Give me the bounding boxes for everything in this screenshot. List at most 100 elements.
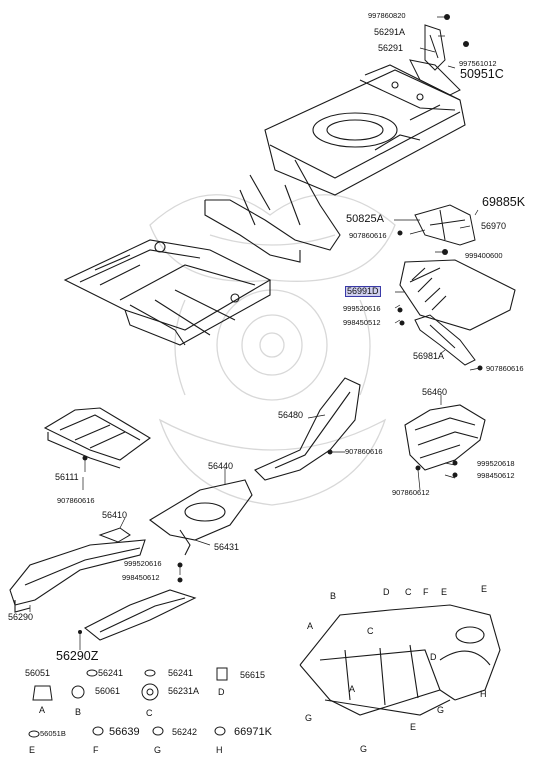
label-999520616-b: 999520616 bbox=[124, 559, 162, 568]
plug-56242-icon bbox=[152, 726, 164, 736]
bolt-icon bbox=[452, 460, 458, 466]
plug-66971K-icon bbox=[214, 726, 226, 736]
label-56242: 56242 bbox=[172, 727, 198, 737]
car-letter-A: A bbox=[307, 621, 314, 631]
side-rail-56290-part bbox=[9, 539, 146, 613]
label-69885K: 69885K bbox=[482, 195, 526, 209]
label-56460: 56460 bbox=[422, 387, 448, 397]
car-letter-C: C bbox=[405, 587, 412, 597]
label-56291A: 56291A bbox=[374, 27, 406, 37]
label-999520616-a: 999520616 bbox=[343, 304, 381, 313]
plug-56051-icon bbox=[32, 685, 53, 701]
callout-letter-D: D bbox=[218, 687, 225, 697]
bolt-icon bbox=[399, 320, 405, 326]
label-56991D-highlighted[interactable]: 56991D bbox=[345, 286, 381, 297]
panel-56111-part bbox=[43, 407, 151, 469]
side-rail-56290Z-part bbox=[83, 589, 197, 641]
bolt-icon bbox=[477, 365, 483, 371]
label-56241-b: 56241 bbox=[168, 668, 194, 678]
car-letter-D: D bbox=[383, 587, 390, 597]
bolt-icon bbox=[78, 630, 82, 634]
label-56051: 56051 bbox=[25, 668, 51, 678]
grommet-56061-icon bbox=[71, 685, 85, 699]
label-907860616-c: 907860616 bbox=[345, 447, 383, 456]
bolt-icon bbox=[444, 14, 450, 20]
label-907860616-b: 907860616 bbox=[486, 364, 524, 373]
bolt-icon bbox=[177, 562, 183, 568]
car-letter-G2: G bbox=[437, 705, 445, 715]
label-56970: 56970 bbox=[481, 221, 507, 231]
callout-letter-A: A bbox=[39, 705, 46, 715]
leader-lines bbox=[29, 16, 481, 650]
car-letter-E2: E bbox=[481, 584, 488, 594]
label-56061: 56061 bbox=[95, 686, 121, 696]
car-letter-E3: E bbox=[410, 722, 417, 732]
label-56241-a: 56241 bbox=[98, 668, 124, 678]
callout-letter-F: F bbox=[93, 745, 99, 755]
label-997561012: 997561012 bbox=[459, 59, 497, 68]
label-998450612-a: 998450612 bbox=[477, 471, 515, 480]
label-56981A: 56981A bbox=[413, 351, 445, 361]
floor-mat-part bbox=[399, 259, 516, 331]
label-50951C: 50951C bbox=[460, 67, 504, 81]
label-999400600: 999400600 bbox=[465, 251, 503, 260]
bolt-icon bbox=[442, 249, 448, 255]
car-body-overview bbox=[299, 604, 501, 716]
car-letter-B: B bbox=[330, 591, 337, 601]
watermark-emblem bbox=[149, 194, 396, 506]
plug-56615-icon bbox=[216, 667, 228, 681]
plug-56241-icon bbox=[86, 669, 98, 677]
callout-letter-H: H bbox=[216, 745, 223, 755]
label-907860616-d: 907860616 bbox=[57, 496, 95, 505]
label-56051B: 56051B bbox=[40, 729, 66, 738]
label-56639: 56639 bbox=[109, 726, 140, 738]
bolt-icon bbox=[177, 577, 183, 583]
label-56480: 56480 bbox=[278, 410, 304, 420]
label-56290Z: 56290Z bbox=[56, 649, 99, 663]
plug-56241b-icon bbox=[144, 669, 156, 677]
bolt-icon bbox=[397, 307, 403, 313]
bolt-icon bbox=[327, 449, 333, 455]
bracket-50951C-part bbox=[409, 59, 461, 96]
car-letter-G: G bbox=[305, 713, 313, 723]
label-998450512: 998450512 bbox=[343, 318, 381, 327]
grommet-icons bbox=[28, 667, 228, 738]
grommet-56231A-icon bbox=[141, 683, 159, 701]
label-56291: 56291 bbox=[378, 43, 404, 53]
callout-letter-C: C bbox=[146, 708, 153, 718]
label-56615: 56615 bbox=[240, 670, 266, 680]
rear-floor-pan-part bbox=[204, 64, 466, 263]
bolt-icon bbox=[415, 465, 421, 471]
label-56231A: 56231A bbox=[168, 686, 200, 696]
label-907860612: 907860612 bbox=[392, 488, 430, 497]
center-shield-56440-part bbox=[149, 479, 253, 556]
fasteners bbox=[78, 14, 483, 634]
bolt-icon bbox=[452, 472, 458, 478]
label-56111: 56111 bbox=[55, 472, 79, 482]
plug-56639-icon bbox=[92, 726, 104, 736]
label-997860820: 997860820 bbox=[368, 11, 406, 20]
bolt-icon bbox=[397, 230, 403, 236]
label-907860616-a: 907860616 bbox=[349, 231, 387, 240]
car-letter-A2: A bbox=[349, 684, 356, 694]
car-letter-H: H bbox=[480, 689, 487, 699]
front-floor-pan-part bbox=[63, 239, 272, 346]
bolt-icon bbox=[463, 41, 469, 47]
car-letter-C2: C bbox=[367, 626, 374, 636]
label-999520618: 999520618 bbox=[477, 459, 515, 468]
car-letter-G3: G bbox=[360, 744, 368, 754]
label-56431: 56431 bbox=[214, 542, 240, 552]
callout-letter-G: G bbox=[154, 745, 162, 755]
bracket-56291A-part bbox=[424, 24, 446, 71]
label-56440: 56440 bbox=[208, 461, 234, 471]
bolt-icon bbox=[82, 455, 88, 461]
bracket-56981A-part bbox=[414, 314, 476, 366]
callout-letter-B: B bbox=[75, 707, 82, 717]
bracket-56410-part bbox=[98, 527, 131, 543]
bracket-56970-part bbox=[414, 204, 476, 246]
label-66971K: 66971K bbox=[234, 726, 272, 738]
label-50825A: 50825A bbox=[346, 213, 384, 225]
label-56290: 56290 bbox=[8, 612, 34, 622]
